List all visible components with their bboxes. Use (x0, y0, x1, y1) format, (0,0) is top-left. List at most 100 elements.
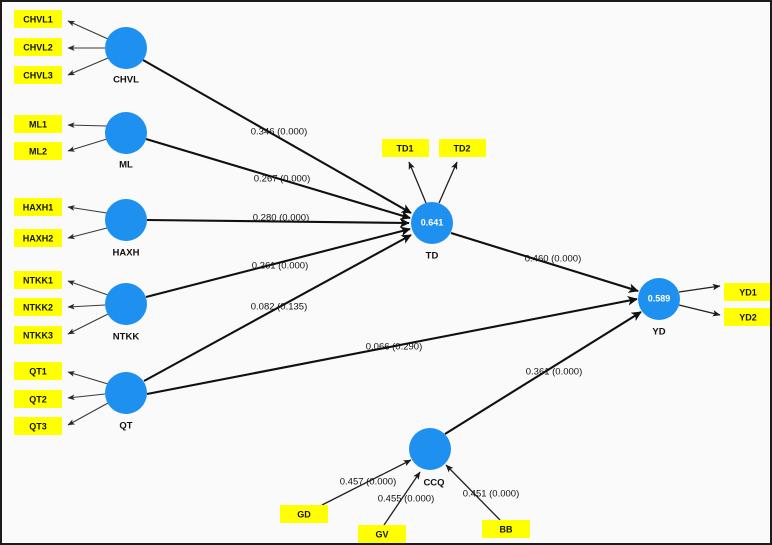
path-qt-yd (146, 296, 638, 396)
arrow-yd-yd1 (678, 283, 721, 293)
indicator-label: HAXH2 (23, 233, 54, 243)
indicator-label: ML2 (29, 146, 47, 156)
path-qt-td (143, 234, 412, 382)
arrow-ntkk-ntkk3 (67, 313, 109, 335)
indicator-yd1[interactable]: YD1 (724, 283, 772, 301)
construct-circles: CHVL ML HAXH NTKK QT 0.641 TD (105, 27, 680, 489)
indicator-label: BB (500, 524, 513, 534)
indicator-ntkk2[interactable]: NTKK2 (14, 298, 62, 316)
indicator-label: NTKK1 (23, 275, 53, 285)
arrow-yd-yd2 (678, 304, 721, 317)
indicator-label: GD (297, 509, 311, 519)
arrow-ml-ml1 (67, 122, 108, 129)
indicator-gv[interactable]: GV (358, 525, 406, 543)
construct-label: CHVL (113, 75, 139, 86)
indicator-label: YD1 (739, 287, 757, 297)
indicator-label: QT3 (29, 421, 47, 431)
structural-paths-to-td (142, 59, 412, 382)
indicator-label: NTKK3 (23, 330, 53, 340)
indicator-boxes: CHVL1 CHVL2 CHVL3 ML1 ML2 HAXH1 (14, 10, 772, 543)
indicator-label: CHVL1 (23, 14, 53, 24)
coef-ntkk-td: 0.261 (0.000) (252, 261, 309, 272)
formative-paths-to-ccq (321, 459, 501, 526)
construct-label: QT (119, 421, 132, 432)
indicator-label: TD2 (453, 143, 470, 153)
indicator-label: CHVL3 (23, 70, 53, 80)
construct-label: TD (426, 251, 439, 262)
arrow-ntkk-ntkk2 (67, 303, 106, 310)
arrow-qt-qt2 (67, 393, 106, 401)
measurement-arrows-chvl (67, 20, 109, 76)
measurement-arrows-td (408, 161, 458, 204)
indicator-ntkk3[interactable]: NTKK3 (14, 326, 62, 344)
construct-qt[interactable]: QT (105, 372, 147, 432)
coef-ccq-yd: 0.361 (0.000) (526, 367, 583, 378)
arrow-ml-ml2 (67, 138, 108, 152)
indicator-label: HAXH1 (23, 202, 54, 212)
measurement-arrows-yd (678, 283, 721, 317)
coef-haxh-td: 0.280 (0.000) (253, 213, 310, 224)
arrow-td-td1 (408, 161, 427, 204)
construct-yd[interactable]: 0.589 YD (638, 278, 680, 338)
coef-chvl-td: 0.346 (0.000) (251, 127, 308, 138)
indicator-gd[interactable]: GD (280, 505, 328, 523)
coef-gd-ccq: 0.457 (0.000) (340, 477, 397, 488)
indicator-qt2[interactable]: QT2 (14, 390, 62, 408)
construct-label: HAXH (113, 248, 140, 259)
arrow-qt-qt1 (67, 371, 109, 385)
measurement-arrows-ml (67, 122, 108, 152)
arrow-ntkk-ntkk1 (67, 280, 109, 296)
arrow-haxh-haxh1 (67, 205, 108, 214)
construct-label: ML (119, 160, 133, 171)
arrow-haxh-haxh2 (67, 227, 108, 240)
indicator-yd2[interactable]: YD2 (724, 308, 772, 326)
construct-haxh[interactable]: HAXH (105, 199, 147, 259)
construct-ml[interactable]: ML (105, 112, 147, 171)
arrow-td-td2 (438, 161, 458, 204)
measurement-arrows-haxh (67, 205, 108, 240)
path-chvl-td (142, 59, 412, 214)
construct-td[interactable]: 0.641 TD (411, 202, 453, 262)
indicator-label: YD2 (739, 312, 757, 322)
path-ntkk-td (145, 226, 411, 299)
indicator-chvl3[interactable]: CHVL3 (14, 66, 62, 84)
indicator-haxh2[interactable]: HAXH2 (14, 229, 62, 247)
structural-paths-to-yd (146, 231, 642, 435)
indicator-label: ML1 (29, 119, 47, 129)
indicator-label: QT1 (29, 366, 47, 376)
construct-label: NTKK (113, 332, 140, 343)
construct-ntkk[interactable]: NTKK (105, 283, 147, 343)
path-ml-td (145, 137, 411, 220)
indicator-label: GV (375, 529, 388, 539)
indicator-td2[interactable]: TD2 (439, 139, 486, 157)
construct-label: CCQ (423, 478, 444, 489)
arrow-qt-qt3 (67, 402, 109, 426)
construct-label: YD (652, 327, 665, 338)
construct-ccq[interactable]: CCQ (409, 428, 451, 489)
indicator-bb[interactable]: BB (482, 520, 530, 538)
indicator-qt3[interactable]: QT3 (14, 417, 62, 435)
construct-r2-value: 0.641 (421, 217, 444, 227)
indicator-label: QT2 (29, 394, 47, 404)
path-bb-ccq (445, 464, 501, 521)
construct-chvl[interactable]: CHVL (105, 27, 147, 86)
coef-td-yd: 0.460 (0.000) (525, 254, 582, 265)
arrow-chvl-chvl1 (67, 20, 109, 40)
indicator-td1[interactable]: TD1 (382, 139, 429, 157)
measurement-arrows-qt (67, 371, 109, 426)
indicator-haxh1[interactable]: HAXH1 (14, 198, 62, 216)
indicator-qt1[interactable]: QT1 (14, 362, 62, 380)
path-td-yd (450, 231, 639, 293)
indicator-ntkk1[interactable]: NTKK1 (14, 271, 62, 289)
indicator-label: TD1 (396, 143, 413, 153)
indicator-label: NTKK2 (23, 302, 53, 312)
indicator-chvl1[interactable]: CHVL1 (14, 10, 62, 28)
coef-qt-td: 0.082 (0.135) (251, 302, 308, 313)
path-gd-ccq (321, 459, 412, 506)
indicator-ml2[interactable]: ML2 (14, 142, 62, 160)
indicator-chvl2[interactable]: CHVL2 (14, 38, 62, 56)
indicator-ml1[interactable]: ML1 (14, 115, 62, 133)
path-coefficient-labels: 0.346 (0.000) 0.267 (0.000) 0.280 (0.000… (251, 127, 583, 505)
